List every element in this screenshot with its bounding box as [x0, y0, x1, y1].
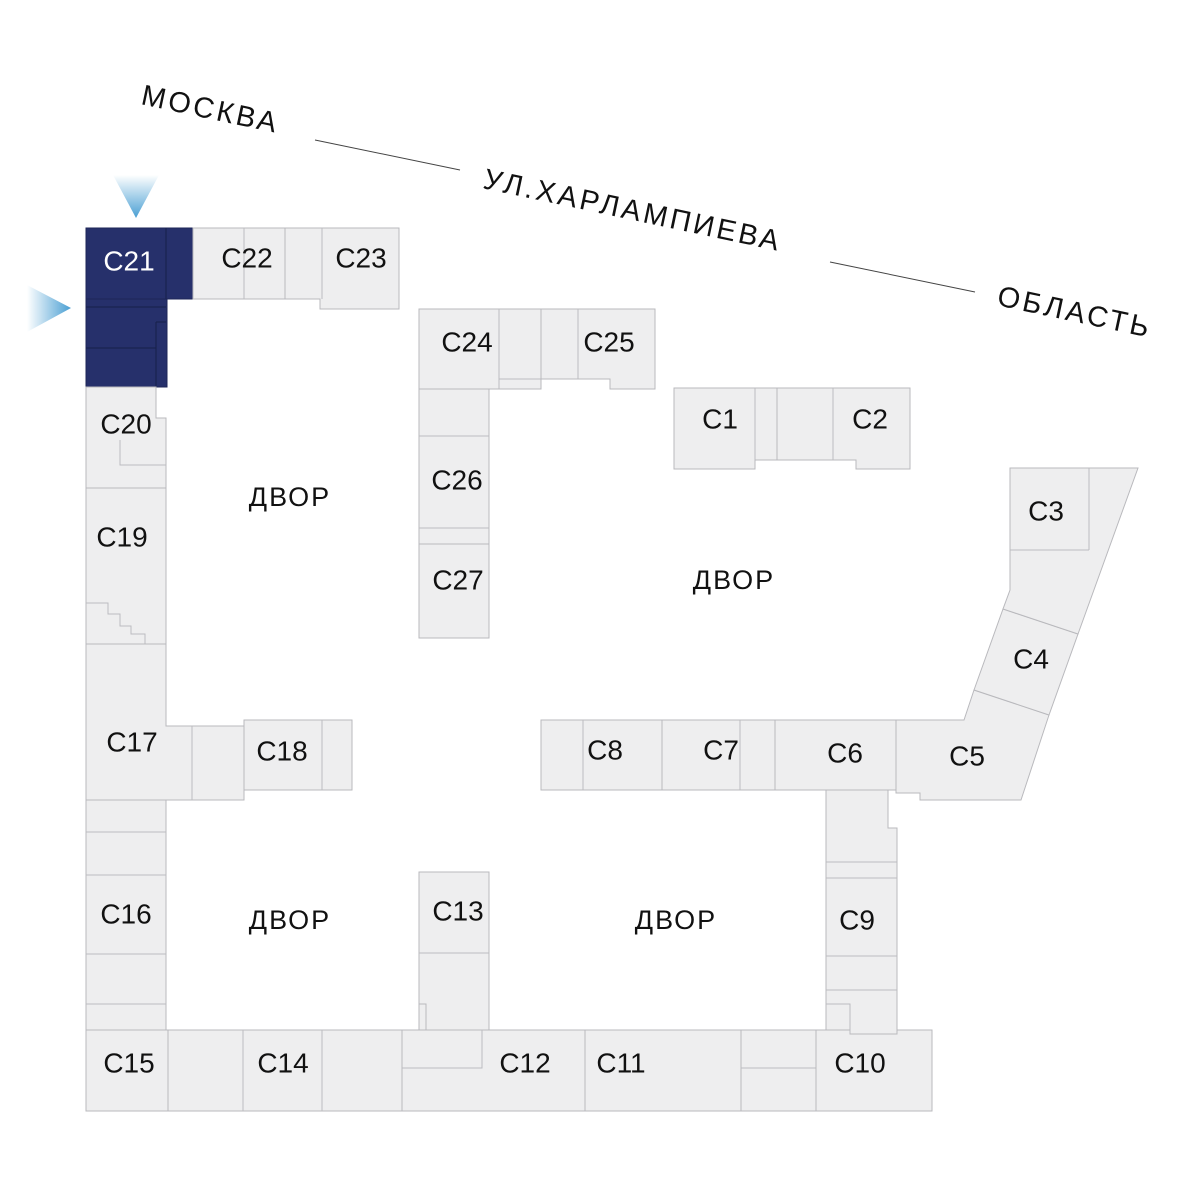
street-line-1 — [314, 139, 461, 171]
section-c13[interactable]: С13 — [418, 871, 490, 1031]
section-c20[interactable]: С20 — [85, 386, 167, 489]
section-label-c22: С22 — [221, 242, 272, 273]
section-c16[interactable]: С16 — [85, 799, 167, 1031]
yard-label-top-left: ДВОР — [249, 482, 331, 512]
section-c19[interactable]: С19 — [85, 487, 167, 645]
section-c11[interactable]: С11 — [584, 1029, 742, 1112]
section-label-c17: С17 — [106, 726, 157, 757]
section-label-c25: С25 — [583, 326, 634, 357]
yard-label-top-right: ДВОР — [693, 565, 775, 595]
section-c24[interactable]: С24 — [418, 308, 542, 390]
section-label-c10: С10 — [834, 1047, 885, 1078]
section-label-c11: С11 — [596, 1047, 645, 1078]
section-label-c15: С15 — [103, 1047, 154, 1078]
section-label-c12: С12 — [499, 1047, 550, 1078]
section-label-c4: С4 — [1013, 643, 1049, 674]
section-c1[interactable]: С1 — [673, 387, 778, 470]
section-label-c5: С5 — [949, 740, 985, 771]
section-c6[interactable]: С6 — [774, 719, 897, 791]
section-c5[interactable]: С5 — [895, 689, 1050, 801]
section-label-c24: С24 — [441, 326, 492, 357]
section-c21[interactable]: С21 — [85, 227, 194, 388]
street-part-moskva: МОСКВА — [139, 80, 283, 140]
section-c9[interactable]: С9 — [825, 789, 898, 1035]
section-c10[interactable]: С10 — [815, 1029, 933, 1112]
section-c23[interactable]: С23 — [284, 227, 400, 310]
section-c26[interactable]: С26 — [418, 388, 490, 545]
section-label-c27: С27 — [432, 564, 483, 595]
section-label-c18: С18 — [256, 735, 307, 766]
section-c14[interactable]: С14 — [167, 1029, 403, 1112]
street-line-2 — [829, 261, 976, 293]
section-c3[interactable]: С3 — [1002, 467, 1139, 635]
section-label-c14: С14 — [257, 1047, 308, 1078]
yard-label-bottom-left: ДВОР — [249, 905, 331, 935]
section-c25[interactable]: С25 — [540, 308, 656, 390]
section-label-c1: С1 — [702, 403, 738, 434]
section-label-c21: С21 — [103, 245, 154, 276]
section-c17[interactable]: С17 — [85, 643, 245, 801]
section-label-c7: С7 — [703, 734, 739, 765]
section-c7[interactable]: С7 — [661, 719, 776, 791]
section-label-c6: С6 — [827, 737, 863, 768]
section-label-c26: С26 — [431, 464, 482, 495]
section-c15[interactable]: С15 — [85, 1029, 169, 1112]
section-c2[interactable]: С2 — [776, 387, 911, 470]
section-label-c16: С16 — [100, 898, 151, 929]
section-label-c3: С3 — [1028, 495, 1064, 526]
street-name: МОСКВА УЛ.ХАРЛАМПИЕВА ОБЛАСТЬ — [139, 80, 1155, 345]
section-label-c20: С20 — [100, 408, 151, 439]
section-c27[interactable]: С27 — [418, 543, 490, 639]
section-label-c13: С13 — [432, 895, 483, 926]
street-part-harlampieva: УЛ.ХАРЛАМПИЕВА — [481, 164, 785, 259]
section-c18[interactable]: С18 — [243, 719, 353, 791]
pointer-right-icon — [27, 285, 71, 332]
section-c22[interactable]: С22 — [192, 227, 286, 300]
section-label-c8: С8 — [587, 734, 623, 765]
section-connector-south — [740, 1029, 817, 1112]
street-part-oblast: ОБЛАСТЬ — [995, 281, 1155, 345]
yard-label-bottom-right: ДВОР — [635, 905, 717, 935]
section-label-c23: С23 — [335, 242, 386, 273]
section-c8[interactable]: С8 — [540, 719, 663, 791]
pointer-down-icon — [113, 175, 159, 218]
section-label-c2: С2 — [852, 403, 888, 434]
section-label-c19: С19 — [96, 521, 147, 552]
section-label-c9: С9 — [839, 904, 875, 935]
